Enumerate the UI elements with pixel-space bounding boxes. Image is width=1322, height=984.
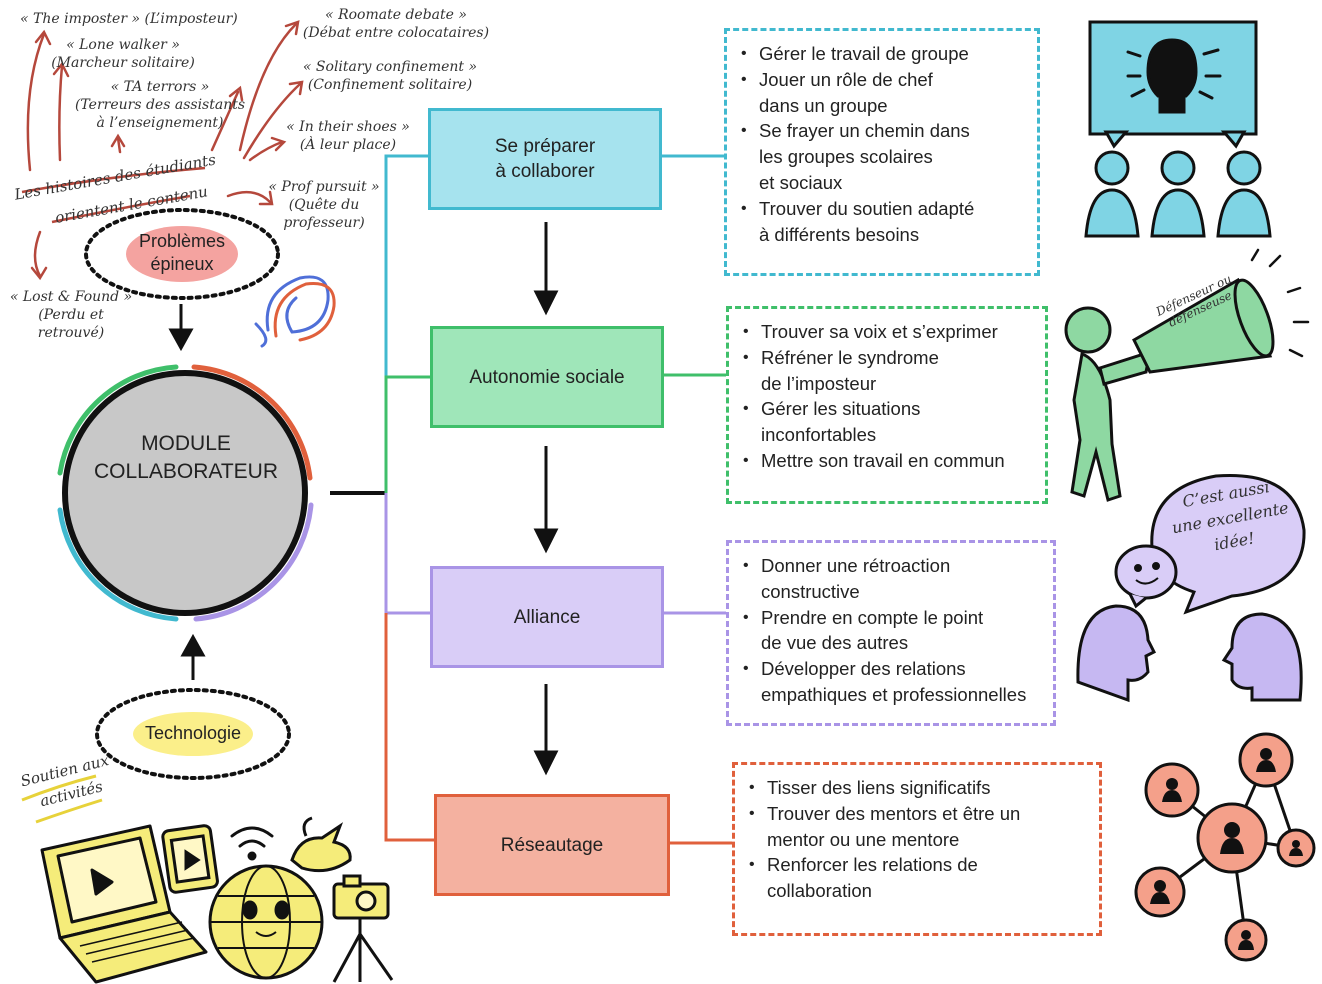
story-note-lone-walker: « Lone walker » (Marcheur solitaire) bbox=[51, 37, 195, 71]
laptop-icon bbox=[40, 824, 208, 984]
list-item: Gérer le travail de groupe bbox=[741, 41, 1025, 67]
tablet-icon bbox=[161, 824, 219, 894]
network-icon bbox=[1134, 732, 1316, 962]
arc-orange bbox=[191, 364, 313, 481]
stories-underline-1 bbox=[21, 166, 206, 194]
module-circle bbox=[62, 370, 308, 616]
story-note-imposter: « The imposter » (L’imposteur) bbox=[20, 11, 238, 27]
story-note-roommate-debate: « Roomate debate » (Débat entre colocata… bbox=[302, 7, 490, 41]
story-note-in-their-shoes: « In their shoes » (À leur place) bbox=[286, 119, 410, 153]
module-label-line: MODULE bbox=[141, 432, 231, 455]
panel-prepare: Gérer le travail de groupe Jouer un rôle… bbox=[724, 28, 1040, 276]
story-note-ta-terrors: « TA terrors » (Terreurs des assistants … bbox=[74, 79, 246, 131]
camera-icon bbox=[332, 874, 394, 983]
megaphone-person-icon bbox=[1064, 248, 1310, 502]
activities-underline-2 bbox=[35, 798, 103, 824]
technology-highlight bbox=[133, 712, 253, 756]
bird-icon bbox=[290, 816, 352, 873]
module-label: MODULE COLLABORATEUR bbox=[70, 430, 302, 486]
stage-social-autonomy: Autonomie sociale bbox=[430, 326, 664, 428]
stage-label: Réseautage bbox=[500, 834, 604, 856]
list-item: Trouver sa voix et s’exprimer bbox=[743, 319, 1033, 345]
technology-label: Technologie bbox=[144, 723, 242, 743]
problems-highlight bbox=[126, 226, 238, 282]
activities-underline-1 bbox=[21, 774, 97, 802]
problems-label-line: Problèmes bbox=[138, 231, 226, 251]
problems-label: Problèmes épineux bbox=[112, 230, 252, 276]
stage-networking: Réseautage bbox=[434, 794, 670, 896]
lightbulb-presentation-icon bbox=[1084, 20, 1272, 238]
panel-social-autonomy: Trouver sa voix et s’exprimer Réfréner l… bbox=[726, 306, 1048, 504]
branch-connector-1 bbox=[384, 154, 430, 493]
list-item: Tisser des liens significatifs bbox=[749, 775, 1087, 801]
globe-icon bbox=[208, 864, 324, 980]
flow-arrows bbox=[533, 222, 559, 776]
branch-connector-4 bbox=[384, 613, 434, 842]
stage-label-line: Se préparer bbox=[494, 136, 596, 157]
list-item: Mettre son travail en commun bbox=[743, 448, 1033, 474]
panel-networking: Tisser des liens significatifs Trouver d… bbox=[732, 762, 1102, 936]
story-note-prof-pursuit: « Prof pursuit » (Quête du professeur) bbox=[268, 179, 380, 231]
branch-connector-2 bbox=[384, 375, 430, 493]
stage-prepare: Se préparer à collaborer bbox=[428, 108, 662, 210]
stage-label-line: à collaborer bbox=[495, 161, 595, 182]
module-input-arrows bbox=[168, 304, 206, 680]
speech-bubbles-icon bbox=[1076, 473, 1306, 703]
module-label-line: COLLABORATEUR bbox=[94, 460, 278, 483]
story-arrows bbox=[26, 20, 304, 281]
story-note-solitary-confinement: « Solitary confinement » (Confinement so… bbox=[302, 59, 478, 93]
story-note-lost-found: « Lost & Found » (Perdu et retrouvé) bbox=[9, 289, 133, 341]
arc-blue bbox=[57, 507, 179, 622]
arc-purple bbox=[193, 502, 314, 622]
stage-alliance: Alliance bbox=[430, 566, 664, 668]
wifi-icon bbox=[230, 826, 274, 861]
problems-label-line: épineux bbox=[150, 254, 214, 274]
stories-underline-2 bbox=[51, 194, 191, 224]
arc-green bbox=[57, 364, 179, 476]
branch-connector-3 bbox=[384, 493, 430, 615]
stage-label: Autonomie sociale bbox=[469, 366, 625, 388]
stage-label: Alliance bbox=[513, 606, 581, 628]
swirl-doodle bbox=[254, 275, 336, 348]
